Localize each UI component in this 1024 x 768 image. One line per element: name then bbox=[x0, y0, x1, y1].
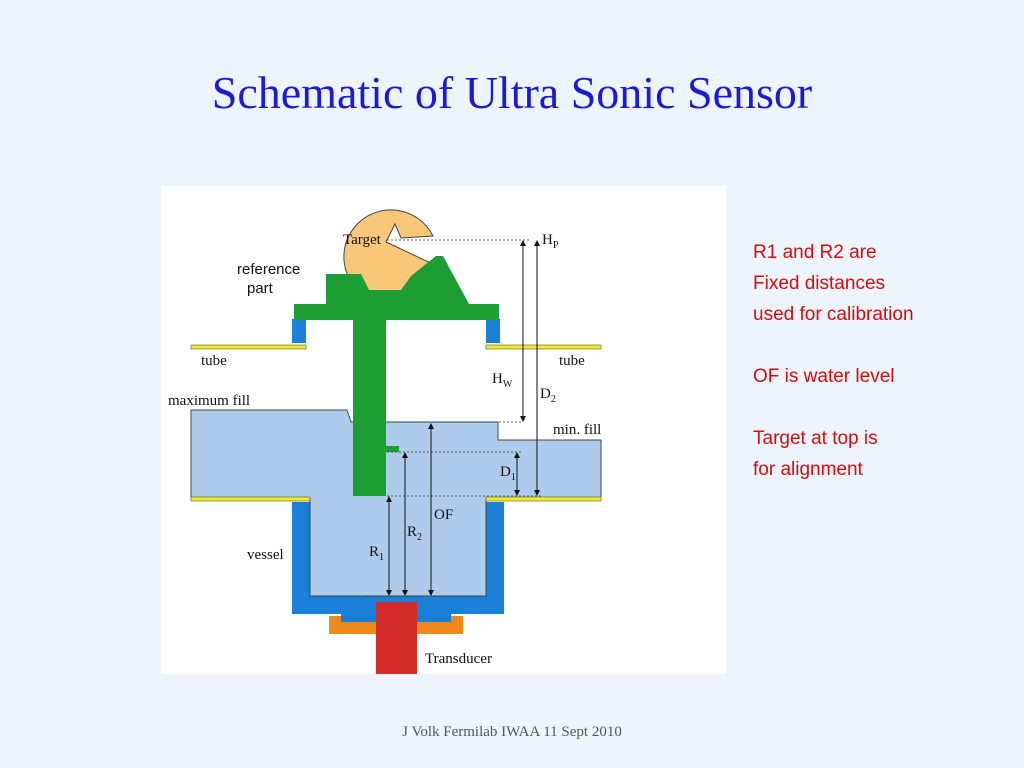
r2-label: R2 bbox=[407, 524, 422, 543]
water bbox=[190, 409, 602, 597]
tube-left-label: tube bbox=[201, 353, 227, 369]
note-line: R1 and R2 are bbox=[753, 242, 877, 263]
tube-left-upper bbox=[190, 344, 307, 350]
tube-right-label: tube bbox=[559, 353, 585, 369]
reference-part-label-line1: reference bbox=[237, 261, 300, 278]
notes-panel: R1 and R2 are Fixed distances used for c… bbox=[753, 237, 1013, 485]
note-line: OF is water level bbox=[753, 366, 895, 387]
sensor-schematic-svg: Target reference part tube tube maximum … bbox=[168, 209, 602, 674]
transducer-block bbox=[376, 602, 417, 674]
sensor-schematic: Target reference part tube tube maximum … bbox=[161, 186, 726, 674]
note-line: Target at top is bbox=[753, 428, 878, 449]
maximum-fill-label: maximum fill bbox=[168, 393, 250, 409]
note-line: used for calibration bbox=[753, 304, 914, 325]
tube-right-lower bbox=[485, 496, 602, 502]
min-fill-label: min. fill bbox=[553, 422, 601, 438]
vessel-label: vessel bbox=[247, 547, 284, 563]
tube-right-upper bbox=[485, 344, 602, 350]
note-line: for alignment bbox=[753, 459, 863, 480]
reference-support-left bbox=[292, 319, 306, 343]
note-spacer bbox=[753, 392, 1013, 423]
vessel-wall bbox=[292, 502, 504, 614]
slide-title: Schematic of Ultra Sonic Sensor bbox=[211, 67, 813, 118]
reference-part bbox=[294, 256, 499, 496]
reference-part-label-line2: part bbox=[247, 280, 274, 297]
r1-label: R1 bbox=[369, 544, 384, 563]
note-spacer bbox=[753, 330, 1013, 361]
tube-left-lower bbox=[190, 496, 311, 502]
hw-label: HW bbox=[492, 371, 513, 390]
of-label: OF bbox=[434, 507, 453, 523]
transducer-label: Transducer bbox=[425, 651, 492, 667]
target-label: Target bbox=[343, 232, 382, 248]
d2-label: D2 bbox=[540, 386, 556, 405]
reference-support-right bbox=[486, 319, 500, 343]
slide-footer: J Volk Fermilab IWAA 11 Sept 2010 bbox=[402, 724, 622, 740]
hp-label: HP bbox=[542, 232, 559, 251]
note-line: Fixed distances bbox=[753, 273, 886, 294]
d1-label: D1 bbox=[500, 464, 516, 483]
